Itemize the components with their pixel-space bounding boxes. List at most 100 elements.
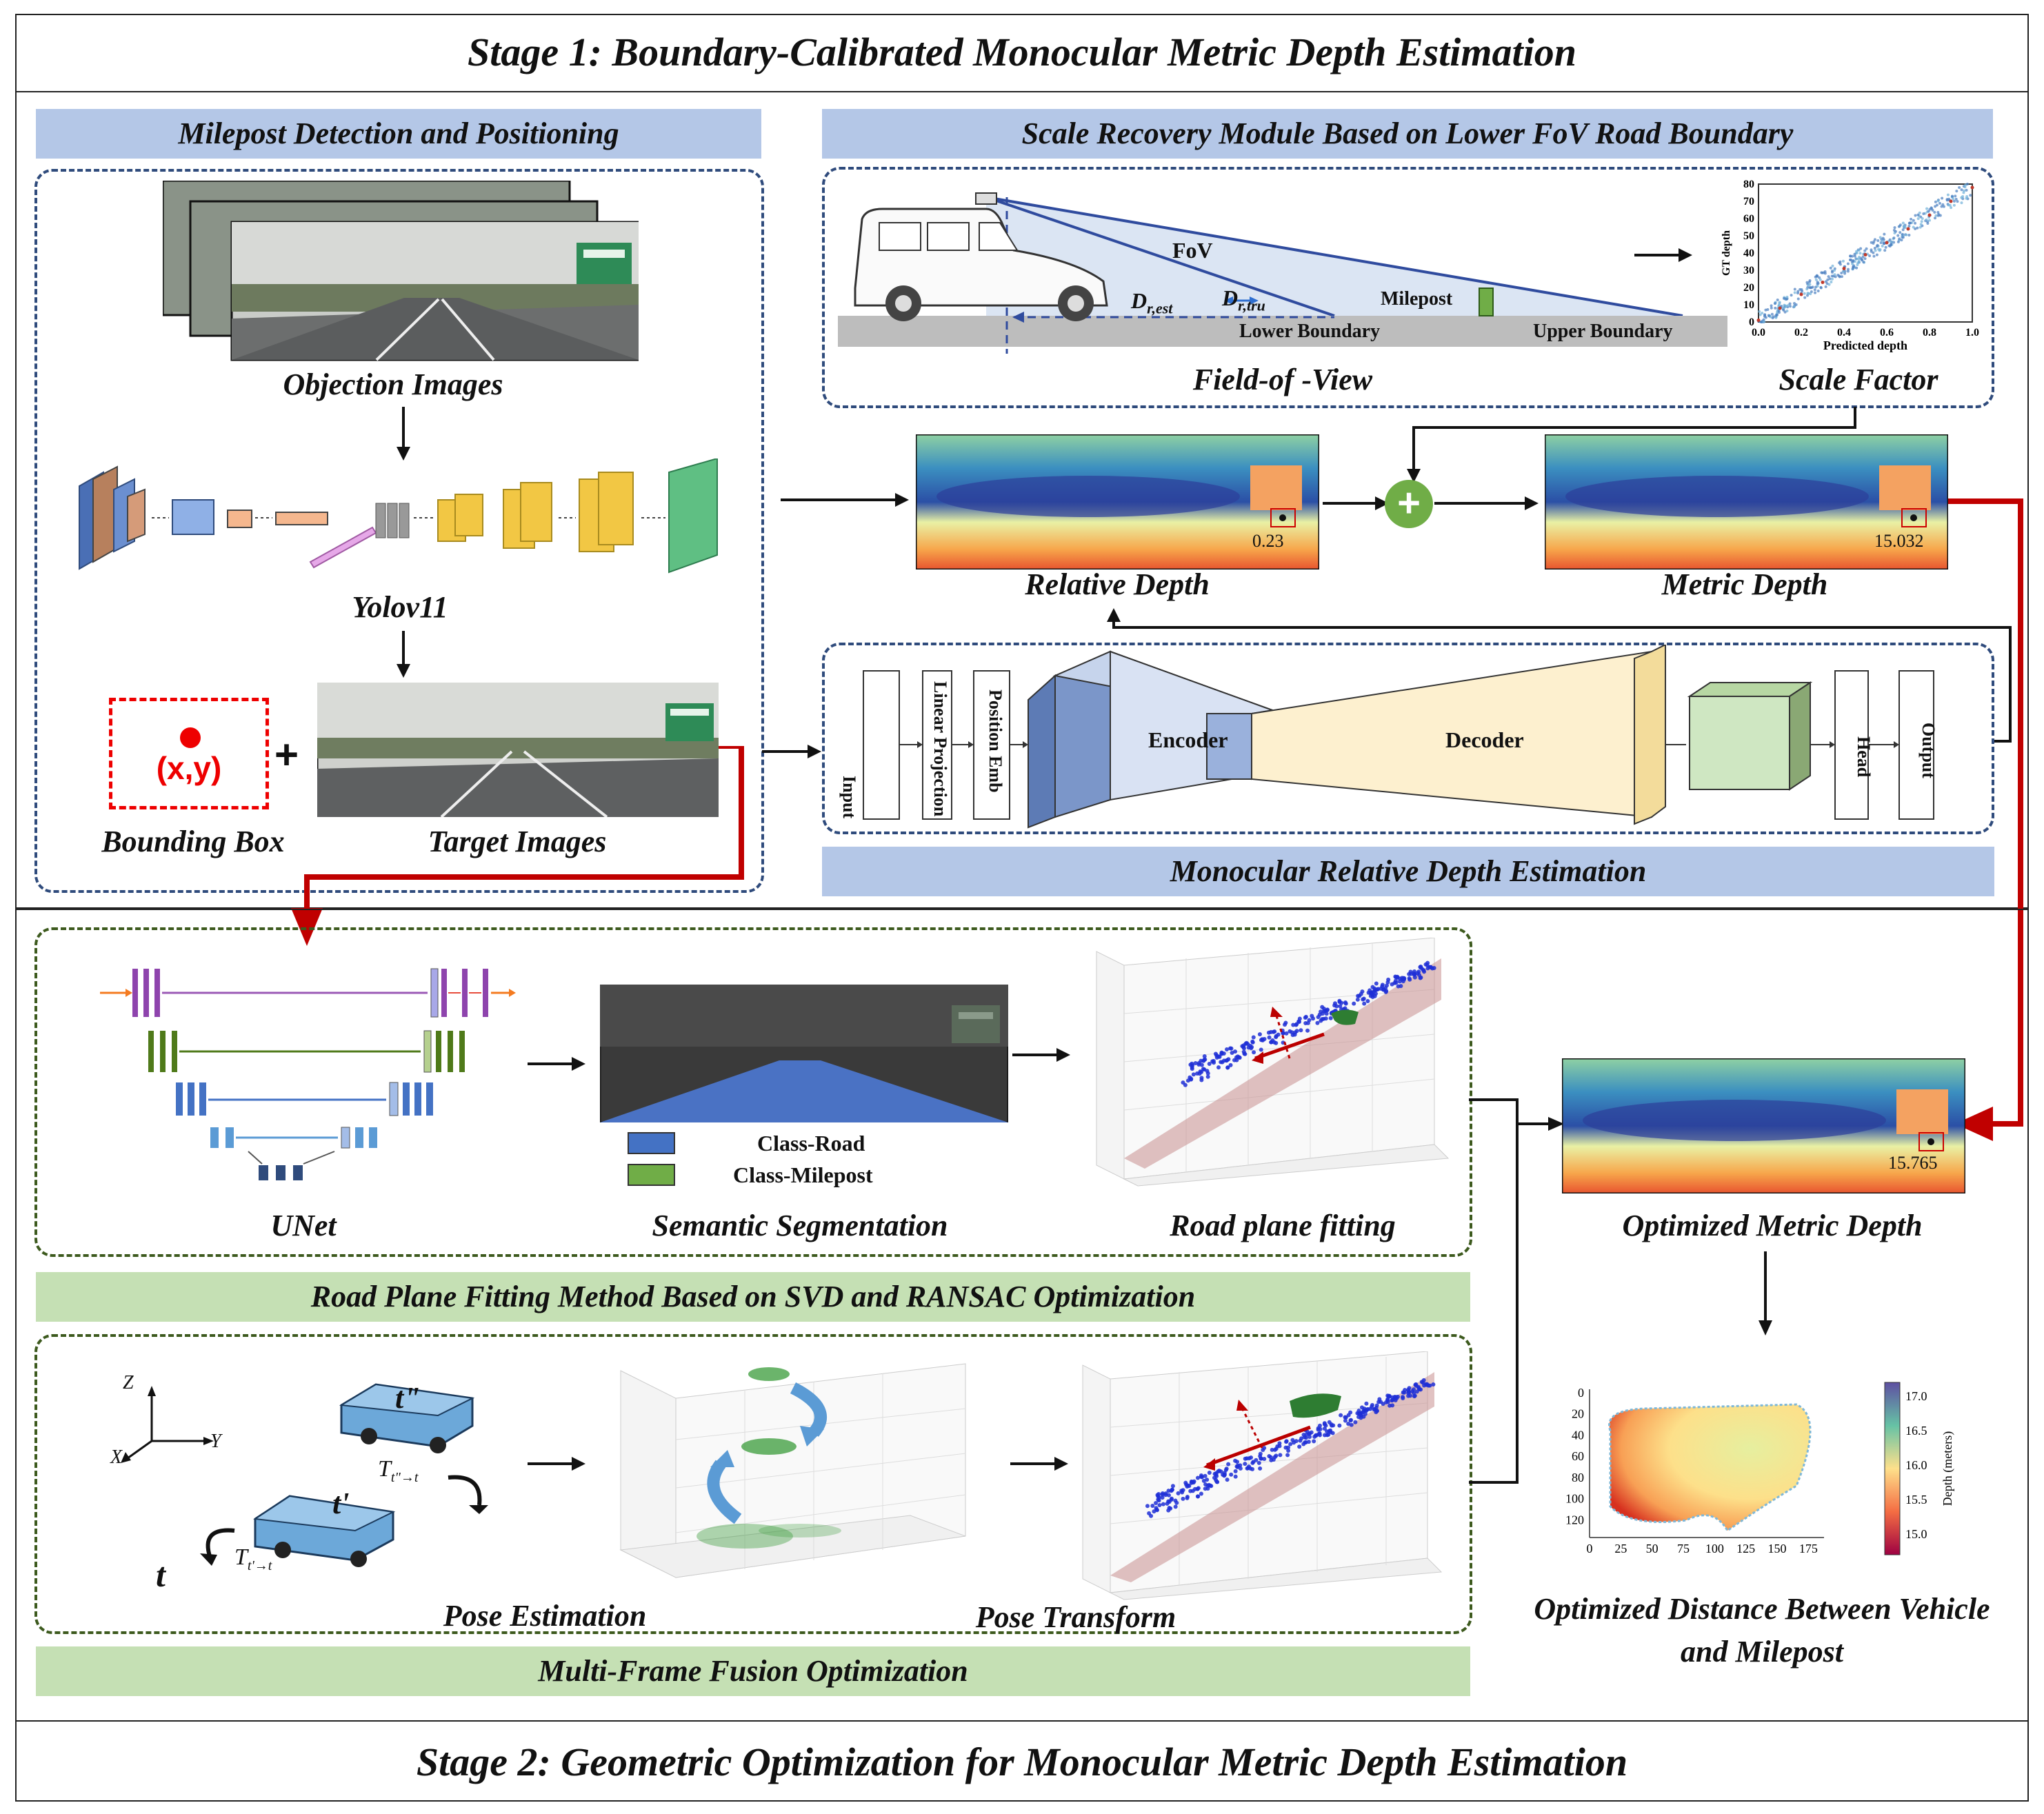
point-cloud-dot — [1356, 994, 1361, 998]
point-cloud-dot — [1327, 1420, 1332, 1424]
point-cloud-dot — [1299, 1028, 1303, 1033]
heatmap-y-tick: 120 — [1565, 1513, 1584, 1526]
connector-scale-plus — [1400, 407, 1883, 493]
point-cloud-dot — [1400, 977, 1405, 982]
scatter-point — [1881, 244, 1884, 248]
point-cloud-dot — [1359, 1405, 1364, 1410]
stage1-title-divider — [15, 91, 2029, 92]
point-cloud-dot — [1251, 1035, 1256, 1040]
point-cloud-dot — [1250, 1460, 1255, 1465]
point-cloud-dot — [1368, 994, 1373, 998]
point-cloud-dot — [1241, 1043, 1246, 1048]
rotate-arrow-1 — [441, 1467, 490, 1519]
point-cloud-dot — [1166, 1493, 1171, 1498]
point-cloud-dot — [1223, 1467, 1228, 1472]
add-icon: + — [1385, 480, 1433, 528]
scatter-point — [1873, 246, 1876, 250]
point-cloud-dot — [1284, 1031, 1289, 1036]
unet-caption: UNet — [270, 1209, 337, 1242]
scatter-point — [1890, 240, 1893, 243]
scatter-point — [1846, 270, 1850, 273]
scatter-point — [1940, 205, 1943, 208]
unet-diagram — [97, 958, 524, 1186]
scatter-point — [1858, 252, 1862, 255]
scatter-y-tick: 10 — [1743, 299, 1754, 311]
scatter-point — [1793, 291, 1796, 294]
scatter-fit-point — [1778, 306, 1782, 310]
scatter-point — [1876, 239, 1880, 243]
point-cloud-dot — [1270, 1447, 1274, 1452]
scatter-point — [1950, 194, 1954, 198]
scatter-point — [1874, 249, 1877, 252]
point-cloud-dot — [1297, 1019, 1302, 1024]
point-cloud-dot — [1292, 1032, 1297, 1037]
scatter-point — [1778, 301, 1781, 304]
point-cloud-dot — [1374, 981, 1379, 986]
point-cloud-dot — [1401, 1395, 1405, 1400]
point-cloud-dot — [1386, 1393, 1391, 1398]
point-cloud-dot — [1419, 965, 1423, 970]
scatter-point — [1926, 222, 1930, 225]
transform-1-main: T — [378, 1456, 391, 1482]
scatter-point — [1888, 238, 1892, 241]
car-t-prime — [248, 1488, 400, 1567]
point-cloud-dot — [1390, 1403, 1395, 1408]
target-images-caption: Target Images — [428, 825, 607, 858]
bounding-box-caption: Bounding Box — [101, 825, 285, 858]
point-cloud-dot — [1284, 1440, 1289, 1444]
scatter-point — [1857, 260, 1861, 263]
scatter-y-tick: 30 — [1743, 265, 1754, 276]
scatter-point — [1859, 247, 1863, 250]
scatter-point — [1801, 290, 1804, 293]
scatter-point — [1920, 220, 1923, 223]
scatter-point — [1814, 278, 1818, 281]
stage1-title: Stage 1: Boundary-Calibrated Monocular M… — [467, 30, 1577, 74]
point-cloud-dot — [1362, 1001, 1367, 1006]
scatter-fit-point — [1949, 199, 1953, 203]
point-cloud-dot — [1169, 1489, 1174, 1493]
point-cloud-dot — [1380, 984, 1385, 989]
scatter-ylabel: GT depth — [1721, 230, 1732, 276]
scatter-point — [1840, 275, 1843, 279]
colorbar-label: Depth (meters) — [1941, 1431, 1955, 1506]
scatter-point — [1875, 245, 1878, 248]
scatter-point — [1960, 201, 1963, 205]
point-cloud-dot — [1195, 1475, 1200, 1480]
merge-bracket — [1469, 1096, 1572, 1500]
scatter-point — [1842, 270, 1845, 273]
point-cloud-dot — [1320, 1005, 1325, 1009]
scale-recovery-panel — [822, 167, 1994, 408]
scatter-point — [1808, 283, 1812, 286]
point-cloud-dot — [1365, 998, 1370, 1003]
scatter-point — [1914, 227, 1917, 230]
point-cloud-dot — [1322, 1427, 1327, 1431]
scatter-point — [1875, 253, 1878, 256]
point-cloud-dot — [1374, 1403, 1379, 1408]
scatter-point — [1815, 274, 1818, 277]
upper-boundary-label: Upper Boundary — [1533, 321, 1673, 342]
scatter-point — [1813, 288, 1816, 292]
scatter-point — [1901, 236, 1905, 239]
scatter-point — [1860, 258, 1863, 261]
scatter-point — [1793, 288, 1796, 291]
point-cloud-dot — [1325, 1433, 1330, 1438]
scatter-point — [1938, 201, 1941, 205]
point-cloud-dot — [1165, 1501, 1170, 1506]
scatter-x-tick: 0.0 — [1752, 327, 1765, 339]
point-cloud-dot — [1271, 1029, 1276, 1034]
label-t: t — [156, 1555, 166, 1594]
heatmap-x-tick: 150 — [1768, 1542, 1787, 1555]
scatter-point — [1830, 274, 1834, 278]
legend-road-label: Class-Road — [757, 1131, 865, 1156]
metric-depth-value: 15.032 — [1874, 531, 1924, 551]
arrow-to-scale — [1634, 245, 1696, 269]
point-cloud-dot — [1381, 987, 1386, 992]
point-cloud-dot — [1414, 1383, 1419, 1388]
stage2-box — [15, 909, 2029, 1802]
point-cloud-dot — [1412, 972, 1416, 977]
colorbar-tick: 16.5 — [1905, 1424, 1927, 1438]
scatter-point — [1916, 213, 1920, 216]
scatter-point — [1925, 218, 1928, 221]
scatter-point — [1916, 226, 1919, 230]
